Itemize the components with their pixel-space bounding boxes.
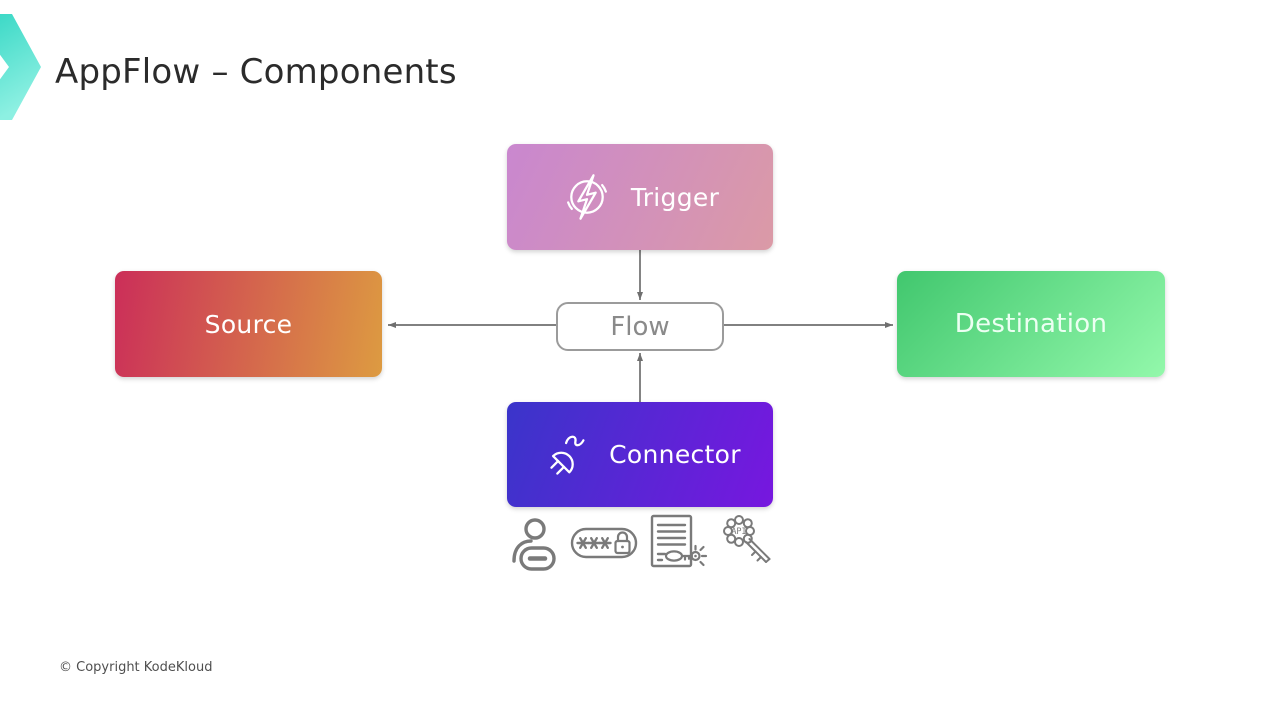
lock-glyph: [614, 531, 631, 555]
api-key-icon: API: [722, 515, 771, 563]
plug-icon: [550, 435, 585, 475]
node-trigger-label: Trigger: [630, 182, 720, 212]
lightning-circle-icon: [566, 174, 607, 220]
key-glyph: [665, 544, 708, 567]
page-title: AppFlow – Components: [55, 52, 457, 92]
node-source: Source: [115, 271, 382, 377]
api-key-text: API: [731, 527, 746, 537]
copyright-text: © Copyright KodeKloud: [59, 660, 213, 675]
password-asterisks: [575, 536, 612, 549]
key-shaft: [744, 538, 771, 563]
node-flow-label: Flow: [610, 311, 670, 342]
license-key-icon: [651, 514, 708, 568]
kodekloud-logo: [0, 14, 41, 120]
node-destination: Destination: [897, 271, 1165, 377]
user-credentials-icon: [512, 518, 556, 571]
auth-icons-row: API: [505, 512, 775, 574]
gear-bow: [722, 515, 755, 547]
node-connector-label: Connector: [609, 440, 741, 469]
password-icon: [570, 527, 637, 559]
node-destination-label: Destination: [954, 309, 1108, 339]
node-source-label: Source: [204, 309, 293, 339]
node-trigger: Trigger: [507, 144, 773, 250]
node-flow: Flow: [556, 302, 724, 351]
node-connector: Connector: [507, 402, 773, 507]
